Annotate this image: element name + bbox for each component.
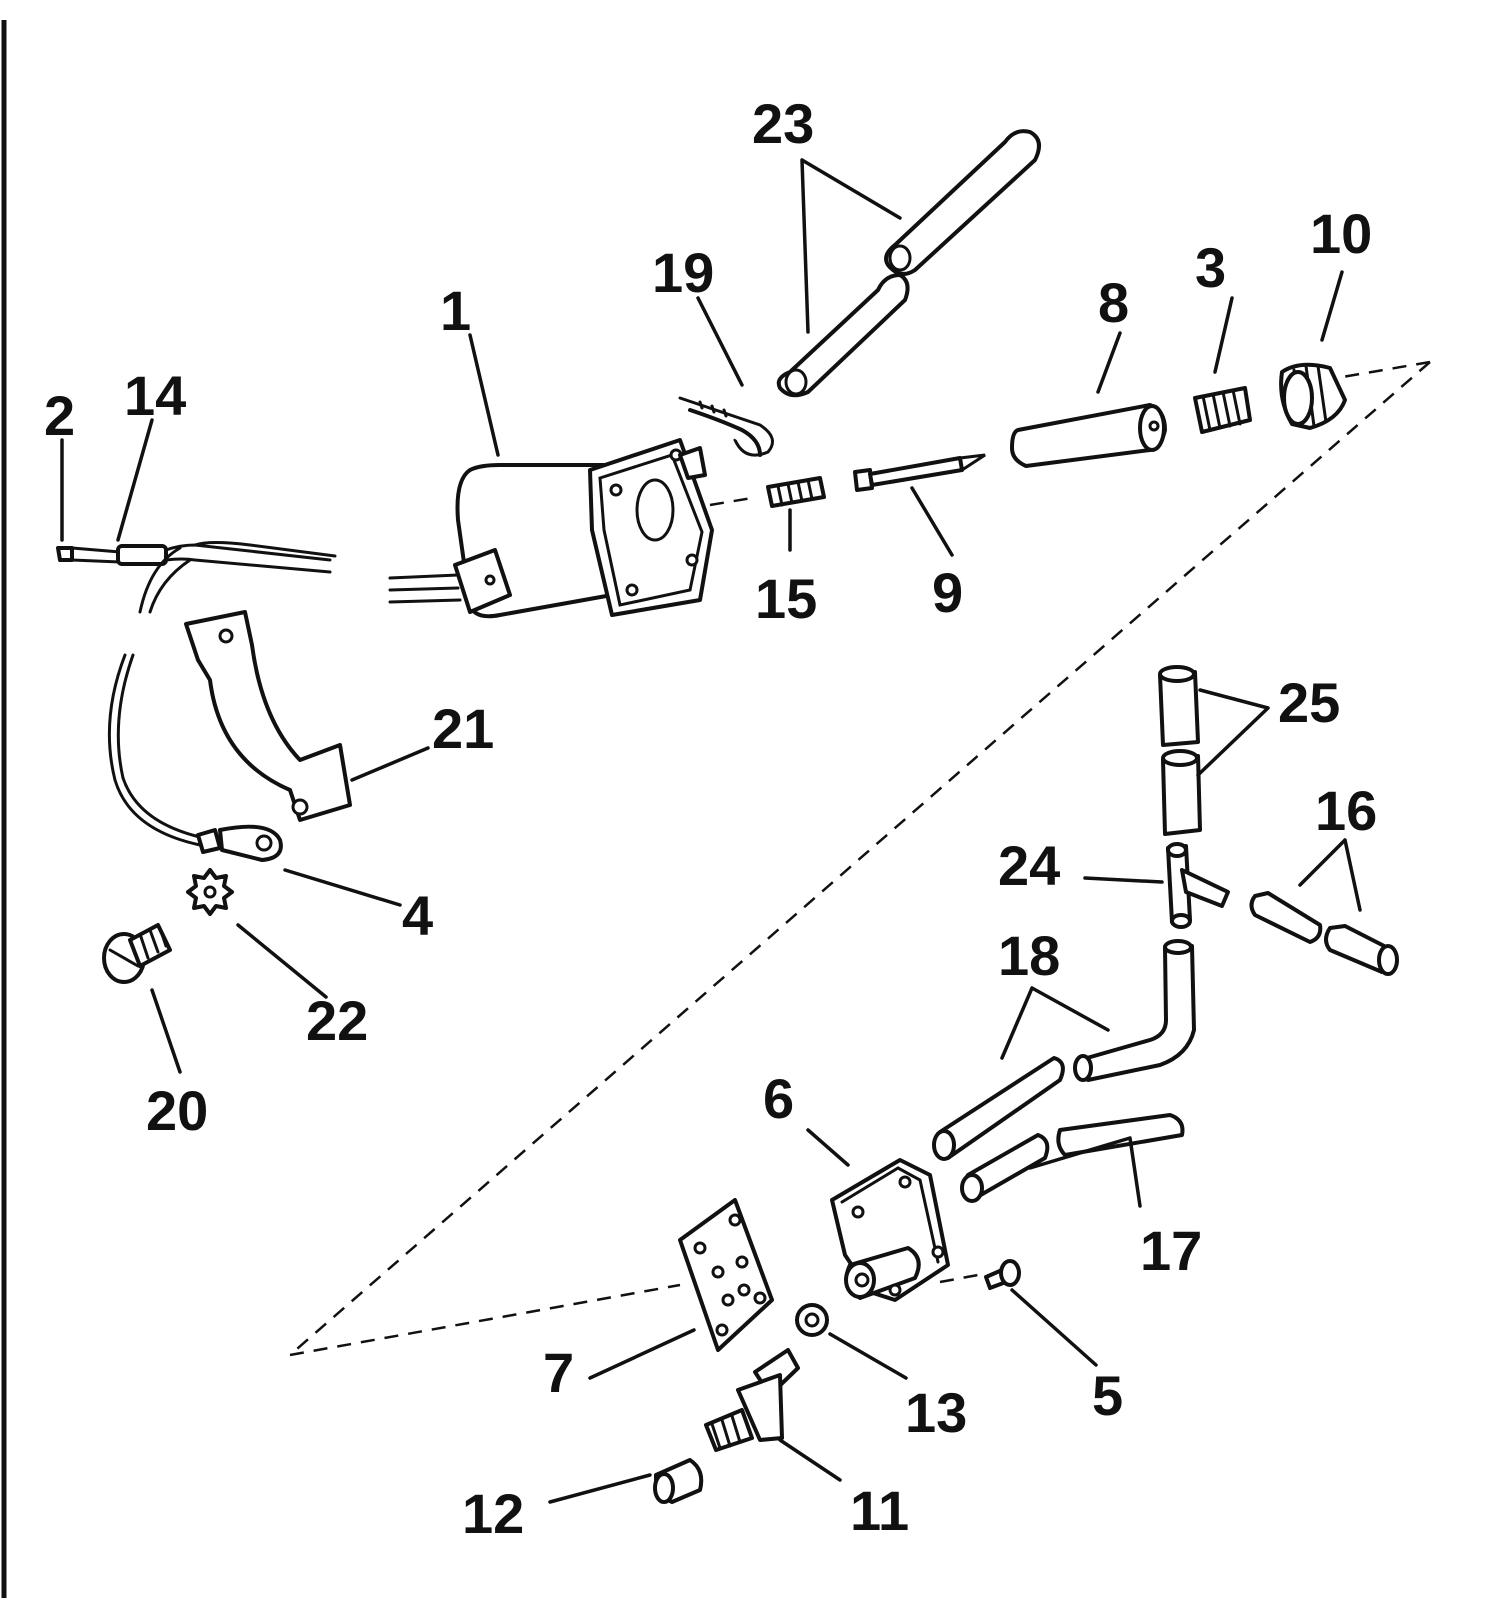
part-small-spring xyxy=(766,476,826,508)
callout-7: 7 xyxy=(543,1341,574,1404)
callout-6: 6 xyxy=(763,1067,794,1130)
part-wire-leads xyxy=(56,541,337,614)
part-tee-fitting xyxy=(1166,842,1230,929)
callout-23: 23 xyxy=(752,92,814,155)
callout-11: 11 xyxy=(850,1479,909,1542)
callout-12: 12 xyxy=(462,1482,524,1545)
part-washer xyxy=(795,1303,829,1337)
callout-24: 24 xyxy=(998,834,1060,897)
part-cap xyxy=(653,1458,704,1504)
part-hose-bend xyxy=(932,939,1196,1161)
callout-15: 15 xyxy=(755,567,817,630)
part-cylinder xyxy=(1010,403,1167,468)
part-connector-tubes xyxy=(1158,665,1202,836)
part-motor xyxy=(388,438,714,619)
callout-14: 14 xyxy=(124,364,186,427)
callout-13: 13 xyxy=(905,1381,967,1444)
callout-5: 5 xyxy=(1092,1364,1123,1427)
callout-4: 4 xyxy=(402,884,433,947)
part-clip xyxy=(678,396,774,457)
callout-16: 16 xyxy=(1315,779,1377,842)
callout-2: 2 xyxy=(44,384,75,447)
part-star-washer xyxy=(186,868,234,916)
part-clamp-bracket xyxy=(184,610,352,822)
callout-21: 21 xyxy=(432,697,494,760)
part-small-screw xyxy=(984,1259,1021,1290)
part-upper-hoses xyxy=(776,129,1041,398)
callout-labels: 1 2 3 4 5 6 7 8 9 10 11 12 13 14 15 16 1… xyxy=(44,92,1377,1545)
callout-1: 1 xyxy=(440,279,471,342)
part-cap-nut xyxy=(1279,362,1347,430)
callout-9: 9 xyxy=(932,561,963,624)
part-diaphragm-plate xyxy=(678,1198,774,1352)
part-ground-wire xyxy=(107,653,283,862)
part-pump-body xyxy=(830,1158,950,1302)
callout-19: 19 xyxy=(652,241,714,304)
callout-3: 3 xyxy=(1195,236,1226,299)
assembly-guide-lines xyxy=(289,360,1431,1357)
callout-17: 17 xyxy=(1140,1219,1202,1282)
leader-lines xyxy=(60,158,1362,1504)
part-elbow-fitting xyxy=(704,1348,800,1452)
callout-18: 18 xyxy=(998,924,1060,987)
part-right-hoses xyxy=(1249,891,1399,976)
callout-20: 20 xyxy=(146,1079,208,1142)
callout-25: 25 xyxy=(1278,671,1340,734)
part-plunger-pin xyxy=(853,453,986,492)
part-spring xyxy=(1193,386,1252,434)
callout-10: 10 xyxy=(1310,202,1372,265)
part-lower-hoses xyxy=(960,1113,1185,1203)
callout-22: 22 xyxy=(306,989,368,1052)
callout-8: 8 xyxy=(1098,271,1129,334)
part-screw xyxy=(102,923,172,984)
